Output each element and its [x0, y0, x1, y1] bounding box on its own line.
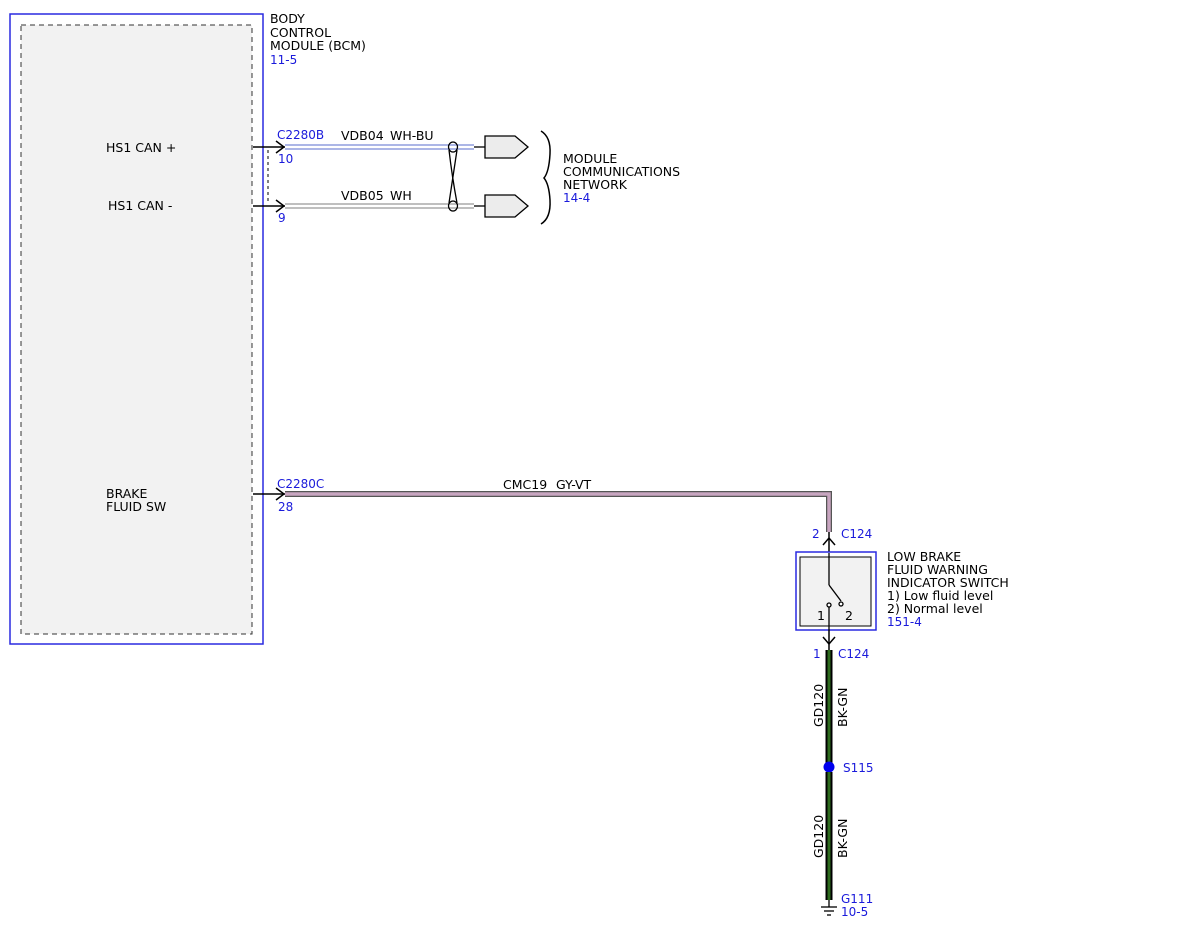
switch-label-line1: LOW BRAKE — [887, 549, 961, 564]
wire-vdb04-circuit: VDB04 — [341, 128, 384, 143]
twisted-pair-icon — [447, 141, 459, 212]
pin-arrow-c124-bottom — [822, 630, 836, 650]
splice-s115[interactable]: S115 — [843, 761, 874, 775]
wire-gd120-upper-color: BK-GN — [835, 688, 850, 727]
connector-c2280c[interactable]: C2280C — [277, 477, 324, 491]
bcm-name-line2: CONTROL — [270, 25, 331, 40]
pin-2-c124: 2 — [812, 527, 820, 541]
switch-ref[interactable]: 151-4 — [887, 615, 922, 629]
wire-vdb04-color: WH-BU — [390, 128, 434, 143]
bcm-module-inner — [20, 24, 253, 635]
wire-vdb04[interactable] — [285, 144, 485, 150]
wire-gd120-upper-circuit: GD120 — [811, 684, 826, 727]
pin-arrow-10 — [253, 140, 286, 154]
pin-arrow-9 — [253, 199, 286, 213]
network-connector-plus-icon — [484, 135, 530, 159]
pin-10: 10 — [278, 152, 293, 166]
pin-28: 28 — [278, 500, 293, 514]
network-connector-minus-icon — [484, 194, 530, 218]
wire-cmc19[interactable] — [285, 491, 832, 532]
wire-gd120-lower-color: BK-GN — [835, 819, 850, 858]
switch-pos-1: 1 — [817, 608, 825, 623]
wire-vdb05-color: WH — [390, 188, 412, 203]
network-label-line2: COMMUNICATIONS — [563, 164, 680, 179]
pin-label-hs1-can-minus: HS1 CAN - — [108, 198, 172, 213]
splice-s115-icon[interactable] — [823, 761, 835, 773]
connector-c124-top[interactable]: C124 — [841, 527, 872, 541]
switch-label-line4: 1) Low fluid level — [887, 588, 993, 603]
bcm-name-line3: MODULE (BCM) — [270, 38, 366, 53]
wire-cmc19-color: GY-VT — [556, 477, 592, 492]
wire-vdb05-circuit: VDB05 — [341, 188, 384, 203]
switch-inner — [799, 556, 872, 627]
pin-1-c124: 1 — [813, 647, 821, 661]
pin-arrow-28 — [253, 487, 286, 501]
pin-9: 9 — [278, 211, 286, 225]
pin-arrow-c124-top — [822, 532, 836, 553]
bcm-ref[interactable]: 11-5 — [270, 53, 297, 67]
switch-contact-icon — [826, 553, 844, 630]
network-brace-icon — [540, 130, 551, 225]
wire-cmc19-circuit: CMC19 — [503, 477, 547, 492]
switch-label-line2: FLUID WARNING — [887, 562, 988, 577]
switch-label-line5: 2) Normal level — [887, 601, 983, 616]
network-ref[interactable]: 14-4 — [563, 191, 590, 205]
ground-g111[interactable]: G111 — [841, 892, 873, 906]
switch-label-line3: INDICATOR SWITCH — [887, 575, 1009, 590]
network-label-line1: MODULE — [563, 151, 617, 166]
pin-label-brake-fluid-sw-line2: FLUID SW — [106, 499, 166, 514]
bcm-name-line1: BODY — [270, 11, 305, 26]
ground-ref[interactable]: 10-5 — [841, 905, 868, 919]
connector-c124-bottom[interactable]: C124 — [838, 647, 869, 661]
pin-label-brake-fluid-sw-line1: BRAKE — [106, 486, 148, 501]
connector-c2280b[interactable]: C2280B — [277, 128, 324, 142]
pin-label-hs1-can-plus: HS1 CAN + — [106, 140, 176, 155]
wire-vdb05[interactable] — [285, 203, 485, 209]
switch-pos-2: 2 — [845, 608, 853, 623]
wire-gd120-lower-circuit: GD120 — [811, 815, 826, 858]
ground-icon — [821, 900, 837, 916]
network-label-line3: NETWORK — [563, 177, 628, 192]
